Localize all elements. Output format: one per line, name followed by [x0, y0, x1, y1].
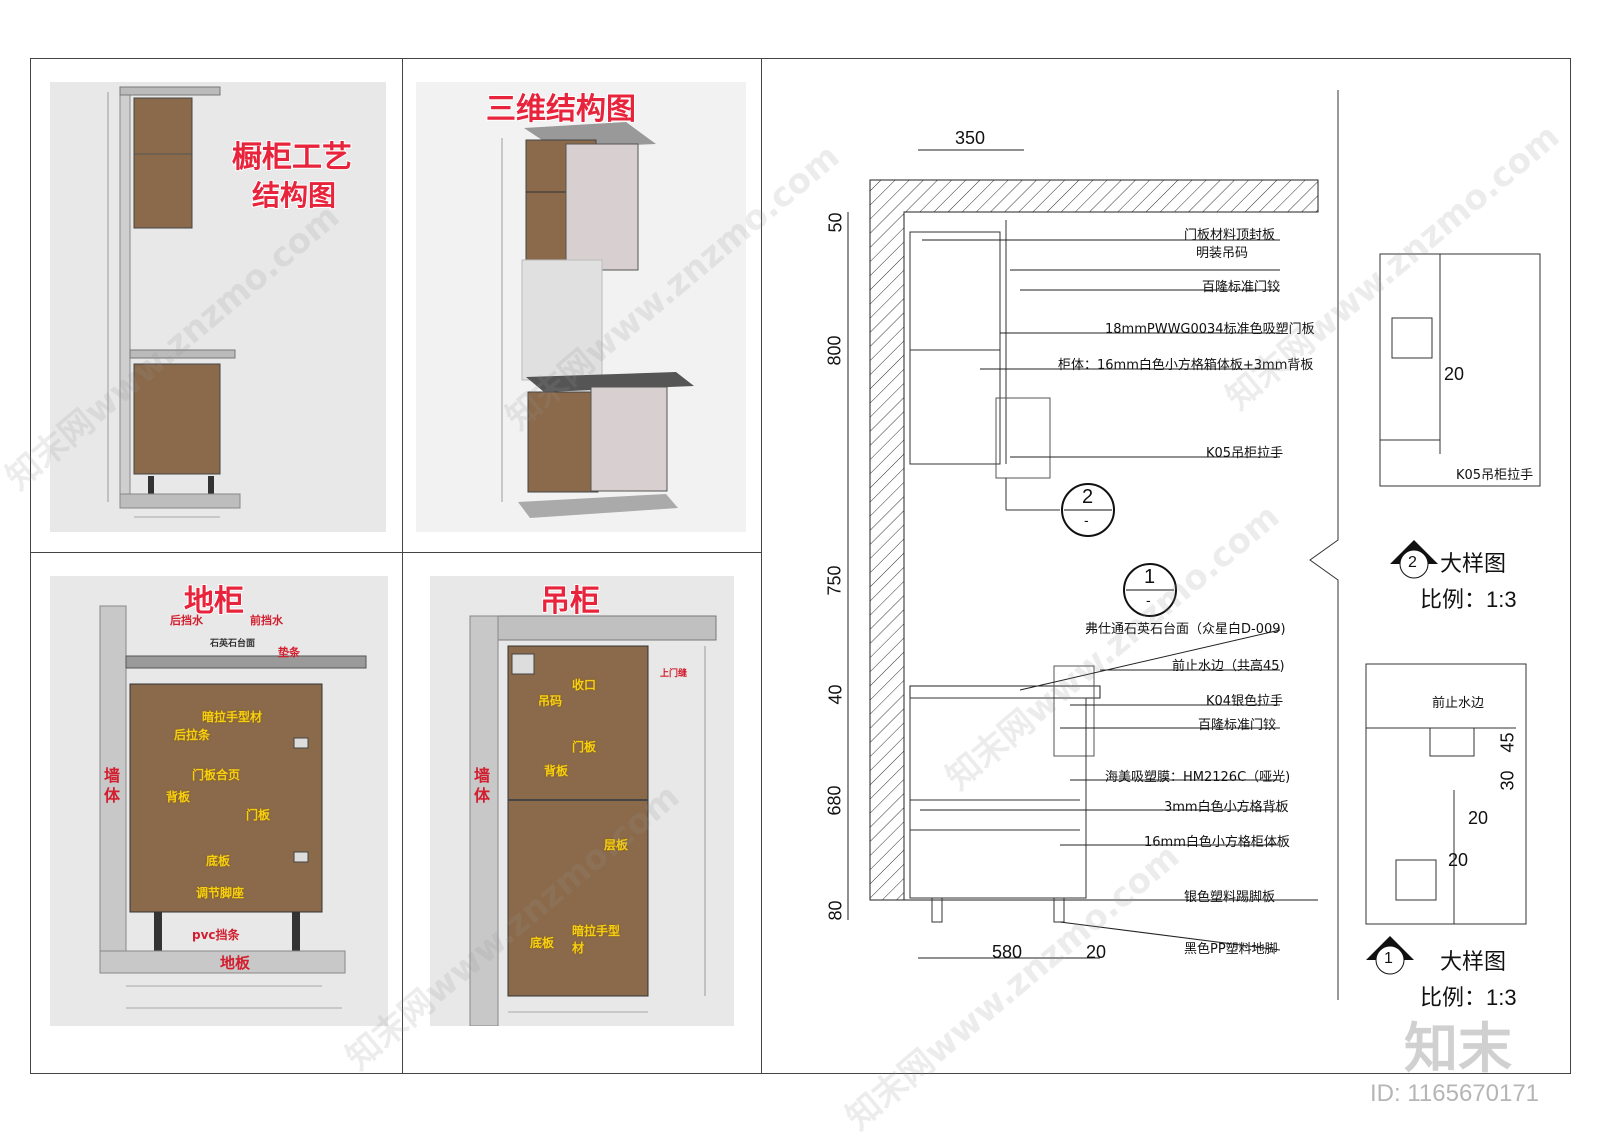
dim-bottom-580: 580	[992, 942, 1023, 962]
label-back-rail: 后拉条	[174, 728, 211, 742]
drawing-sheet	[30, 58, 1571, 1074]
detail1-dim-30: 30	[1497, 770, 1518, 791]
panel-base-cabinet: 地柜 后挡水 前挡水 石英石台面 垫条 暗拉手型材 后拉条 门板合页 背板 门板…	[50, 576, 388, 1026]
divider-horizontal	[31, 552, 761, 553]
dim-top-350: 350	[955, 128, 986, 148]
callout-door-panel: 18mmPWWG0034标准色吸塑门板	[1105, 322, 1315, 337]
dim-left-680: 680	[824, 785, 845, 816]
craft-structure-drawing	[107, 86, 241, 518]
callout-kickboard: 银色塑料踢脚板	[1184, 890, 1276, 905]
panel-3d-structure: 三维结构图	[416, 82, 746, 532]
label-back-splash: 后挡水	[170, 614, 203, 627]
detail2-num: 2	[1408, 554, 1417, 571]
label-quartz-top: 石英石台面	[210, 639, 256, 649]
craft-title-line1: 橱柜工艺	[231, 139, 353, 176]
detail1-label: 前止水边	[1432, 696, 1485, 711]
label-bottom-panel: 底板	[206, 854, 231, 868]
callout-hanger: 明装吊码	[1196, 246, 1249, 261]
label-front-splash: 前挡水	[250, 614, 283, 627]
label-wall-handle: 暗拉手型材	[572, 924, 621, 955]
label-spacer: 垫条	[278, 646, 300, 659]
marker-1-sub: -	[1146, 592, 1151, 608]
dim-left-40: 40	[825, 684, 846, 705]
wall-cabinet-drawing	[469, 615, 717, 1026]
detail1-num: 1	[1384, 950, 1393, 967]
callout-back-board: 3mm白色小方格背板	[1164, 800, 1289, 815]
divider-vertical-right	[761, 59, 762, 1073]
wall-cabinet-title: 吊柜	[539, 583, 601, 620]
dim-bottom-20: 20	[1086, 942, 1107, 962]
callout-body-board: 16mm白色小方格柜体板	[1144, 835, 1290, 850]
callout-foot: 黑色PP塑料地脚	[1184, 942, 1278, 957]
panel-craft-structure: 橱柜工艺 结构图	[50, 82, 386, 532]
panel-wall-cabinet: 吊柜 收口 吊码 门板 背板 上门缝 层板 暗拉手型材 底板 墙体	[430, 576, 734, 1026]
base-cabinet-drawing	[99, 605, 367, 1009]
detail1-dim-20a: 20	[1468, 808, 1489, 828]
callout-front-lip: 前止水边（共高45)	[1172, 659, 1285, 674]
base-cabinet-title: 地柜	[183, 583, 245, 620]
label-wall-door: 门板	[572, 740, 597, 754]
label-hanger: 吊码	[538, 694, 563, 708]
marker-1-number: 1	[1144, 566, 1156, 588]
label-back-panel: 背板	[166, 790, 191, 804]
dim-left-800: 800	[824, 335, 845, 366]
detail1-title: 大样图	[1440, 949, 1507, 974]
footer-id: ID: 1165670171	[1370, 1080, 1540, 1107]
label-door-panel: 门板	[246, 808, 271, 822]
callout-hinge-lower: 百隆标准门铰	[1198, 718, 1277, 733]
label-closure: 收口	[572, 678, 597, 692]
marker-2-sub: -	[1084, 512, 1089, 528]
detail2-title: 大样图	[1440, 551, 1507, 576]
callout-film: 海美吸塑膜：HM2126C（哑光)	[1105, 770, 1291, 785]
detail1-dim-20b: 20	[1448, 850, 1469, 870]
label-adjust-foot: 调节脚座	[196, 886, 245, 900]
callout-quartz-top: 弗仕通石英石台面（众星白D-009)	[1085, 622, 1286, 637]
callout-k04-handle: K04银色拉手	[1206, 694, 1284, 709]
detail2-scale: 比例：1:3	[1420, 587, 1517, 612]
dim-left-80: 80	[825, 900, 846, 921]
craft-title-line2: 结构图	[251, 178, 337, 213]
detail2-dim: 20	[1444, 364, 1465, 384]
divider-vertical-left	[402, 59, 403, 1073]
detail1-dim-45: 45	[1497, 732, 1518, 753]
label-handle-profile: 暗拉手型材	[202, 710, 263, 724]
label-top-gap: 上门缝	[660, 669, 688, 679]
label-floor: 地板	[220, 954, 251, 972]
label-wall-back: 背板	[544, 764, 569, 778]
footer-brand: 知末	[1404, 1017, 1512, 1080]
callout-cabinet-body: 柜体：16mm白色小方格箱体板+3mm背板	[1058, 358, 1314, 373]
dim-left-750: 750	[824, 565, 845, 596]
label-door-hinge: 门板合页	[192, 768, 241, 782]
label-shelf: 层板	[604, 838, 629, 852]
callout-top-seal: 门板材料顶封板	[1184, 228, 1276, 243]
3d-title: 三维结构图	[485, 91, 637, 128]
callout-k05-handle: K05吊柜拉手	[1206, 446, 1284, 461]
dim-left-50: 50	[825, 212, 846, 233]
3d-structure-drawing	[501, 122, 694, 518]
label-wall-bottom: 底板	[530, 936, 555, 950]
label-wall-base: 墙体	[104, 766, 121, 805]
marker-2-number: 2	[1082, 486, 1094, 508]
label-wall-wall: 墙体	[474, 766, 491, 805]
label-pvc-strip: pvc挡条	[192, 928, 240, 942]
detail2-label: K05吊柜拉手	[1456, 468, 1534, 483]
detail1-scale: 比例：1:3	[1420, 985, 1517, 1010]
callout-hinge-upper: 百隆标准门铰	[1202, 280, 1281, 295]
